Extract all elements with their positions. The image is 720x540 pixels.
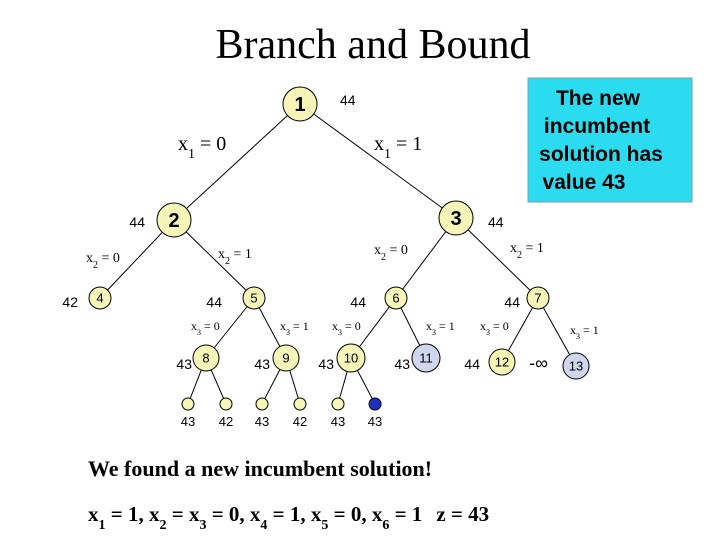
node-bound: 43 <box>176 356 192 372</box>
edge-label-6-10: x3 = 0 <box>332 319 361 337</box>
footer-message: We found a new incumbent solution! <box>88 456 432 481</box>
leaf-node <box>255 397 269 411</box>
tree-node-10 <box>336 343 366 373</box>
leaf-node <box>293 397 307 411</box>
edge-label-1-3: x1 = 1 <box>374 133 422 162</box>
node-number: 11 <box>419 351 433 366</box>
leaf-value: 43 <box>331 414 345 429</box>
leaf-value: 43 <box>181 414 195 429</box>
leaf-node <box>331 397 345 411</box>
node-number: 5 <box>250 291 257 306</box>
node-number: 1 <box>294 94 305 116</box>
node-number: 8 <box>202 351 209 366</box>
leaf-value: 42 <box>293 414 307 429</box>
tree-node-5 <box>242 286 266 310</box>
edge-label-7-12: x3 = 0 <box>480 319 509 337</box>
node-number: 10 <box>344 351 358 366</box>
node-bound: 44 <box>350 294 366 310</box>
leaf-node <box>181 397 195 411</box>
tree-node-9 <box>272 344 300 372</box>
tree-node-3 <box>438 200 474 236</box>
tree-node-2 <box>156 202 192 238</box>
node-bound: 44 <box>504 294 520 310</box>
node-bound: 43 <box>254 356 270 372</box>
node-bound: 43 <box>394 356 410 372</box>
node-number: 4 <box>96 291 103 306</box>
edge-label-7-13: x3 = 1 <box>570 323 599 341</box>
slide-title: Branch and Bound <box>216 22 531 68</box>
edge-label-5-8: x3 = 0 <box>191 319 220 337</box>
edge-label-2-4: x2 = 0 <box>86 251 120 271</box>
edge-label-6-11: x3 = 1 <box>426 319 455 337</box>
tree-edge-1-3 <box>299 103 457 219</box>
tree-node-6 <box>384 286 408 310</box>
node-bound: 43 <box>318 356 334 372</box>
tree-node-4 <box>88 286 112 310</box>
tree-edge-3-7 <box>455 217 539 299</box>
tree-edge-1-2 <box>173 103 301 221</box>
node-number: 3 <box>450 208 461 230</box>
leaf-node <box>368 397 382 411</box>
callout-line: value 43 <box>543 171 626 194</box>
node-number: 13 <box>569 359 583 374</box>
tree-node-13 <box>562 352 590 380</box>
tree-labels: x1 = 0 x1 = 1 x2 = 0 x2 = 1 x2 = 0 x2 = 1 x3 =… <box>86 133 599 341</box>
footer-solution: x1 = 1, x2 = x3 = 0, x4 = 1, x5 = 0, x6 … <box>88 502 489 533</box>
edge-label-5-9: x3 = 1 <box>280 319 309 337</box>
node-bound: 44 <box>206 294 222 310</box>
node-number: 2 <box>168 210 179 232</box>
tree-node-7 <box>526 286 550 310</box>
leaf-value: 43 <box>255 414 269 429</box>
node-bound: 44 <box>340 92 356 108</box>
node-bound: 44 <box>488 214 504 230</box>
node-number: 12 <box>495 355 509 370</box>
edge-label-3-6: x2 = 0 <box>374 243 408 263</box>
tree-node-12 <box>488 348 516 376</box>
callout-line: solution has <box>539 143 663 166</box>
edge-label-2-5: x2 = 1 <box>218 247 252 267</box>
node-number: 6 <box>392 291 399 306</box>
tree-leaves: 43 42 43 42 43 43 <box>181 397 382 429</box>
leaf-value: 43 <box>368 414 382 429</box>
edge-label-3-7: x2 = 1 <box>510 241 544 261</box>
node-bound: 44 <box>129 214 145 230</box>
callout-line: The new <box>556 87 641 110</box>
node-number: 9 <box>282 351 289 366</box>
incumbent-callout: The new incumbent solution has value 43 <box>527 77 693 203</box>
tree-node-8 <box>192 344 220 372</box>
tree-node-1 <box>282 86 318 122</box>
node-bound: 44 <box>464 356 480 372</box>
tree-edge-2-4 <box>99 219 175 299</box>
leaf-node <box>219 397 233 411</box>
tree-node-11 <box>411 343 441 373</box>
node-bound: 42 <box>62 294 78 310</box>
tree-edge-2-5 <box>173 219 255 299</box>
leaf-value: 42 <box>219 414 233 429</box>
edge-label-1-2: x1 = 0 <box>178 133 226 162</box>
callout-line: incumbent <box>544 115 650 138</box>
callout-box <box>527 77 693 203</box>
node-bound: -∞ <box>529 353 548 373</box>
node-number: 7 <box>534 291 541 306</box>
